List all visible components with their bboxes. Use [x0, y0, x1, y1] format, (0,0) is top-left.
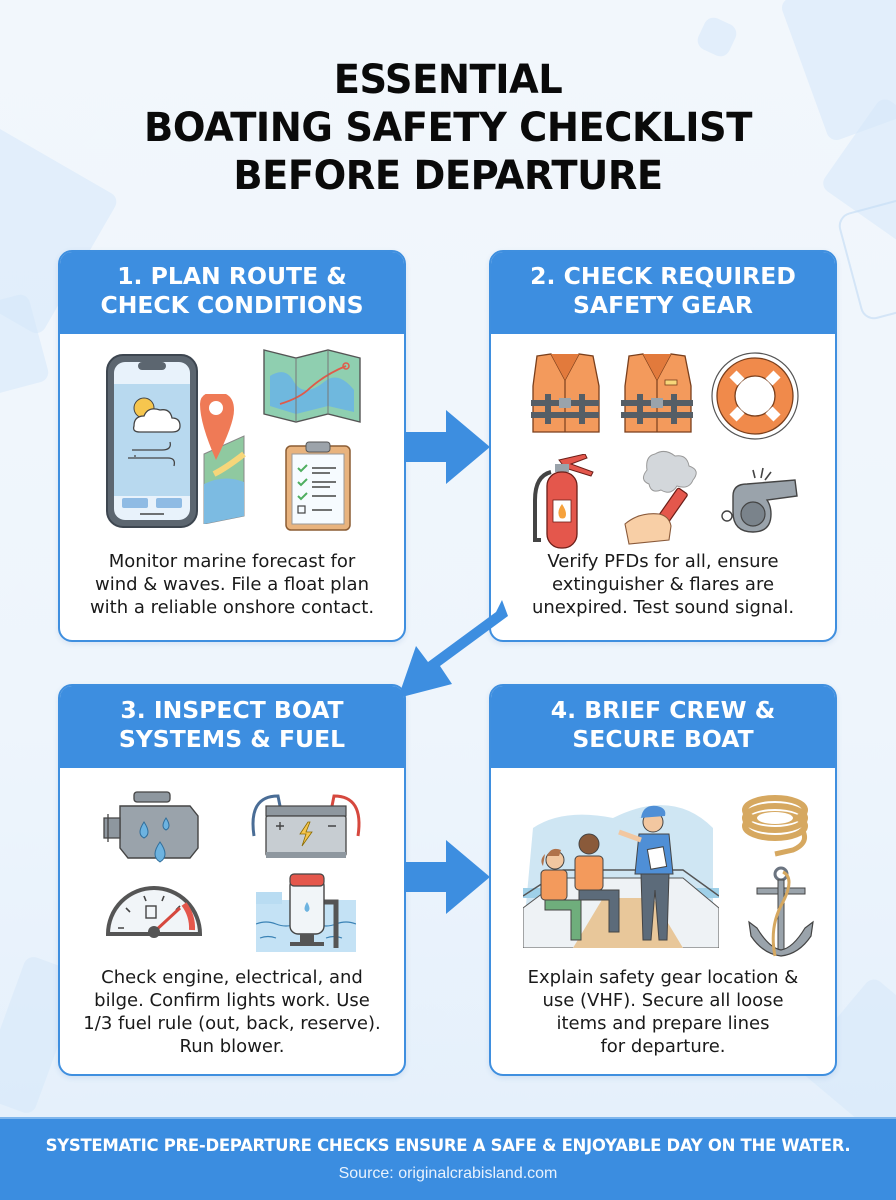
step-heading-line: 4. BRIEF CREW &: [550, 696, 776, 724]
step-description-line: Verify PFDs for all, ensure: [547, 551, 779, 572]
battery-icon: [251, 794, 361, 858]
step-card-3: 3. INSPECT BOAT SYSTEMS & FUEL: [58, 684, 406, 1076]
step-heading: 4. BRIEF CREW & SECURE BOAT: [491, 686, 835, 768]
flare-icon: [624, 450, 697, 545]
step-heading: 1. PLAN ROUTE & CHECK CONDITIONS: [60, 252, 404, 334]
step-card-2: 2. CHECK REQUIRED SAFETY GEAR: [489, 250, 837, 642]
footer-tagline: SYSTEMATIC PRE-DEPARTURE CHECKS ENSURE A…: [45, 1136, 851, 1155]
step-heading-line: SECURE BOAT: [572, 725, 754, 753]
step-heading: 3. INSPECT BOAT SYSTEMS & FUEL: [60, 686, 404, 768]
title-line-1: ESSENTIAL: [333, 57, 563, 103]
step-description-line: bilge. Confirm lights work. Use: [94, 990, 370, 1011]
step-description: Check engine, electrical, and bilge. Con…: [60, 966, 404, 1058]
fire-extinguisher-icon: [533, 454, 594, 549]
step-description: Explain safety gear location & use (VHF)…: [491, 966, 835, 1058]
crew-briefing-illustration: [523, 805, 719, 948]
bilge-pump-icon: [256, 873, 356, 952]
step-heading: 2. CHECK REQUIRED SAFETY GEAR: [491, 252, 835, 334]
arrow-right-icon: [404, 840, 490, 914]
title-line-2: BOATING SAFETY CHECKLIST: [144, 105, 752, 151]
background-outline-shape: [835, 187, 896, 323]
clipboard-checklist-icon: [285, 441, 351, 531]
folded-map-icon: [263, 349, 361, 423]
page-title: ESSENTIAL BOATING SAFETY CHECKLIST BEFOR…: [0, 56, 896, 200]
footer-banner: SYSTEMATIC PRE-DEPARTURE CHECKS ENSURE A…: [0, 1117, 896, 1200]
arrow-right-icon: [404, 410, 490, 484]
whistle-icon: [721, 467, 798, 533]
step-card-4: 4. BRIEF CREW & SECURE BOAT: [489, 684, 837, 1076]
step-description-line: Run blower.: [179, 1036, 285, 1057]
title-line-3: BEFORE DEPARTURE: [233, 153, 663, 199]
background-shape: [694, 14, 740, 60]
step-heading-line: CHECK CONDITIONS: [100, 291, 364, 319]
step-heading-line: 1. PLAN ROUTE &: [117, 262, 347, 290]
step-heading-line: SAFETY GEAR: [572, 291, 754, 319]
engine-icon: [103, 791, 199, 863]
step-description-line: wind & waves. File a float plan: [95, 574, 369, 595]
step-description-line: Check engine, electrical, and: [101, 967, 363, 988]
step-heading-line: SYSTEMS & FUEL: [118, 725, 346, 753]
step-description-line: use (VHF). Secure all loose: [542, 990, 784, 1011]
step-description-line: with a reliable onshore contact.: [89, 597, 375, 618]
life-ring-icon: [711, 352, 799, 440]
step-heading-line: 2. CHECK REQUIRED: [530, 262, 796, 290]
arrow-diagonal-down-left-icon: [398, 600, 508, 698]
step-card-1: 1. PLAN ROUTE & CHECK CONDITIONS: [58, 250, 406, 642]
step-description-line: Explain safety gear location &: [527, 967, 799, 988]
step-description-line: Monitor marine forecast for: [108, 551, 356, 572]
fuel-gauge-icon: [105, 886, 203, 938]
life-vest-icon: [531, 353, 600, 433]
coiled-rope-icon: [742, 795, 808, 857]
step-description-line: unexpired. Test sound signal.: [531, 597, 795, 618]
life-vest-icon: [621, 353, 693, 433]
smartphone-weather-icon: [106, 354, 198, 528]
footer-source: Source: originalcrabisland.com: [338, 1165, 558, 1182]
step-heading-line: 3. INSPECT BOAT: [120, 696, 344, 724]
step-description: Monitor marine forecast for wind & waves…: [60, 550, 404, 619]
anchor-icon: [748, 866, 814, 957]
step-description-line: for departure.: [600, 1036, 726, 1057]
map-pin-icon: [200, 394, 246, 524]
step-description: Verify PFDs for all, ensure extinguisher…: [491, 550, 835, 619]
step-description-line: 1/3 fuel rule (out, back, reserve).: [83, 1013, 381, 1034]
step-description-line: extinguisher & flares are: [551, 574, 775, 595]
step-description-line: items and prepare lines: [556, 1013, 770, 1034]
